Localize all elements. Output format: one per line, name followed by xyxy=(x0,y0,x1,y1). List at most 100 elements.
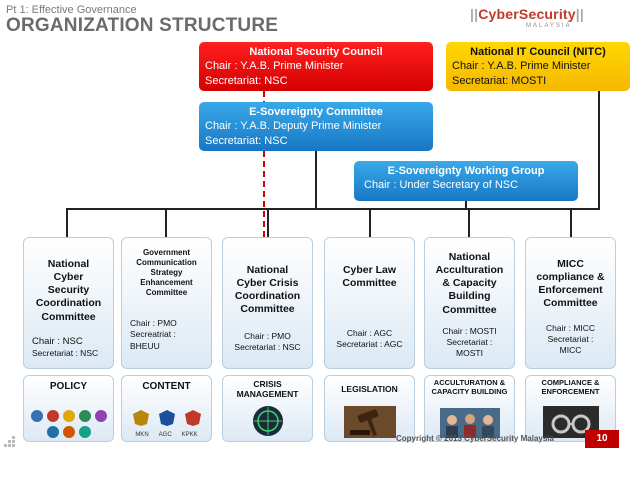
crest-caption: MKN xyxy=(135,432,149,438)
committee-name-line: National xyxy=(448,251,491,263)
committee-secretariat-body: MOSTI xyxy=(456,347,483,358)
committee-name-line: Enforcement xyxy=(538,284,603,297)
agency-logo-icon xyxy=(47,410,59,422)
committee-name-line: National xyxy=(246,264,289,276)
connector-esc-down xyxy=(315,151,317,209)
committee-secretariat: Secretariat : xyxy=(547,333,594,344)
nsc-chair: Chair : Y.A.B. Prime Minister xyxy=(205,60,344,73)
category-acculturation-capacity-building: ACCULTURATION & CAPACITY BUILDING xyxy=(424,375,515,442)
connector-ewg-down xyxy=(465,201,467,209)
category-content: CONTENT MKN AGC KPKK xyxy=(121,375,212,442)
connector-drop-6 xyxy=(570,208,572,237)
committee-name-line: Committee xyxy=(342,277,397,290)
committee-name-line: Government xyxy=(142,248,191,257)
legislation-image-area xyxy=(325,406,414,438)
crest-icon xyxy=(184,410,201,426)
category-label: COMPLIANCE & ENFORCEMENT xyxy=(541,378,600,396)
committee-chair: Chair : MICC xyxy=(545,322,596,333)
connector-drop-2 xyxy=(165,208,167,237)
cybersecurity-logo: ||CyberSecurity|| MALAYSIA xyxy=(470,6,630,32)
category-label: POLICY xyxy=(49,381,88,392)
committee-cyber-crisis-coordination: National Cyber Crisis Coordination Commi… xyxy=(222,237,313,369)
committee-name-line: Committee xyxy=(145,288,188,297)
crest-icon xyxy=(132,410,149,426)
committee-secretariat: Secreatriat : xyxy=(130,329,176,340)
category-label: CRISIS MANAGEMENT xyxy=(236,379,299,400)
committee-secretariat: Secretariat : xyxy=(446,336,493,347)
e-sovereignty-working-group-box: E-Sovereignty Working Group Chair : Unde… xyxy=(354,161,578,201)
agency-logo-icon xyxy=(63,426,75,438)
agency-logo-icon xyxy=(95,410,107,422)
committee-acculturation-capacity-building: National Acculturation & Capacity Buildi… xyxy=(424,237,515,369)
agency-logos-icon xyxy=(29,409,109,439)
committee-name-line: Committee xyxy=(240,303,295,316)
nsc-title: National Security Council xyxy=(249,46,383,58)
connector-drop-4 xyxy=(369,208,371,237)
committee-name-line: Acculturation xyxy=(435,264,504,277)
gavel-icon xyxy=(343,406,396,438)
committee-cyber-law: Cyber Law Committee Chair : AGC Secretar… xyxy=(324,237,415,369)
committee-secretariat: Secretariat : AGC xyxy=(336,339,403,350)
agency-logo-icon xyxy=(79,426,91,438)
esc-chair: Chair : Y.A.B. Deputy Prime Minister xyxy=(205,120,382,133)
page-number: 10 xyxy=(585,430,619,448)
national-security-council-box: National Security Council Chair : Y.A.B.… xyxy=(199,42,433,91)
committee-micc-compliance-enforcement: MICC compliance & Enforcement Committee … xyxy=(525,237,616,369)
agency-logo-icon xyxy=(31,410,43,422)
crest-icon xyxy=(158,410,175,426)
committee-secretariat-body: BHEUU xyxy=(130,340,160,351)
logo-brand-text: CyberSecurity xyxy=(478,6,576,22)
committee-gov-communication-strategy: Government Communication Strategy Enhanc… xyxy=(121,237,212,369)
section-kicker: Pt 1: Effective Governance xyxy=(6,4,137,16)
committee-chair: Chair : MOSTI xyxy=(442,325,497,336)
agency-logo-icon xyxy=(79,410,91,422)
people-photo-icon xyxy=(439,408,500,438)
committee-name-line: Strategy xyxy=(150,268,183,277)
national-it-council-box: National IT Council (NITC) Chair : Y.A.B… xyxy=(446,42,630,91)
copyright-text: Copyright © 2013 CyberSecurity Malaysia xyxy=(396,434,554,443)
committee-name-line: MICC xyxy=(557,258,584,270)
ewg-title: E-Sovereignty Working Group xyxy=(387,165,545,177)
committee-name-line: Communication xyxy=(136,258,197,267)
agency-logo-icon xyxy=(47,426,59,438)
committee-secretariat: Secretariat : NSC xyxy=(234,341,301,352)
category-legislation: LEGISLATION xyxy=(324,375,415,442)
logo-tagline: MALAYSIA xyxy=(526,23,572,29)
crest-caption: KPKK xyxy=(181,432,198,438)
committee-name-line: National xyxy=(47,258,90,270)
committee-name-line: Coordination xyxy=(35,297,102,310)
committee-name-line: Committee xyxy=(442,303,497,316)
agency-crests-icon xyxy=(122,409,211,427)
agency-logo-icon xyxy=(63,410,75,422)
committee-name-line: Committee xyxy=(543,297,598,310)
crest-caption: AGC xyxy=(158,432,172,438)
committee-chair: Chair : PMO xyxy=(244,330,291,341)
committee-secretariat-body: MICC xyxy=(559,344,582,355)
network-globe-icon xyxy=(252,406,283,436)
category-label: CONTENT xyxy=(142,381,191,392)
committee-name-line: & Capacity xyxy=(442,277,497,290)
committee-name-line: compliance & xyxy=(536,271,605,284)
esc-secretariat: Secretariat: NSC xyxy=(205,134,288,147)
nitc-secretariat: Secretariat: MOSTI xyxy=(452,74,547,87)
page-title: ORGANIZATION STRUCTURE xyxy=(6,15,279,36)
committee-name-line: Cyber xyxy=(53,271,84,284)
committee-name-line: Cyber Law xyxy=(342,264,397,276)
category-crisis-management: CRISIS MANAGEMENT xyxy=(222,375,313,442)
nitc-title: National IT Council (NITC) xyxy=(470,46,606,58)
committee-chair: Chair : NSC xyxy=(32,335,83,347)
crisis-image-area xyxy=(223,404,312,438)
esc-title: E-Sovereignty Committee xyxy=(249,106,383,118)
acculturation-image-area xyxy=(425,408,514,438)
connector-horizontal-bus xyxy=(66,208,600,210)
committee-name-line: Building xyxy=(448,290,491,303)
connector-nitc-down xyxy=(598,91,600,209)
category-label: ACCULTURATION & CAPACITY BUILDING xyxy=(431,378,508,396)
nitc-chair: Chair : Y.A.B. Prime Minister xyxy=(452,60,591,73)
category-label: LEGISLATION xyxy=(341,384,398,394)
dashed-link-nsc xyxy=(263,91,265,237)
decorative-dots-icon xyxy=(4,436,15,447)
category-policy: POLICY xyxy=(23,375,114,442)
committee-name-line: Committee xyxy=(41,310,96,323)
e-sovereignty-committee-box: E-Sovereignty Committee Chair : Y.A.B. D… xyxy=(199,102,433,151)
